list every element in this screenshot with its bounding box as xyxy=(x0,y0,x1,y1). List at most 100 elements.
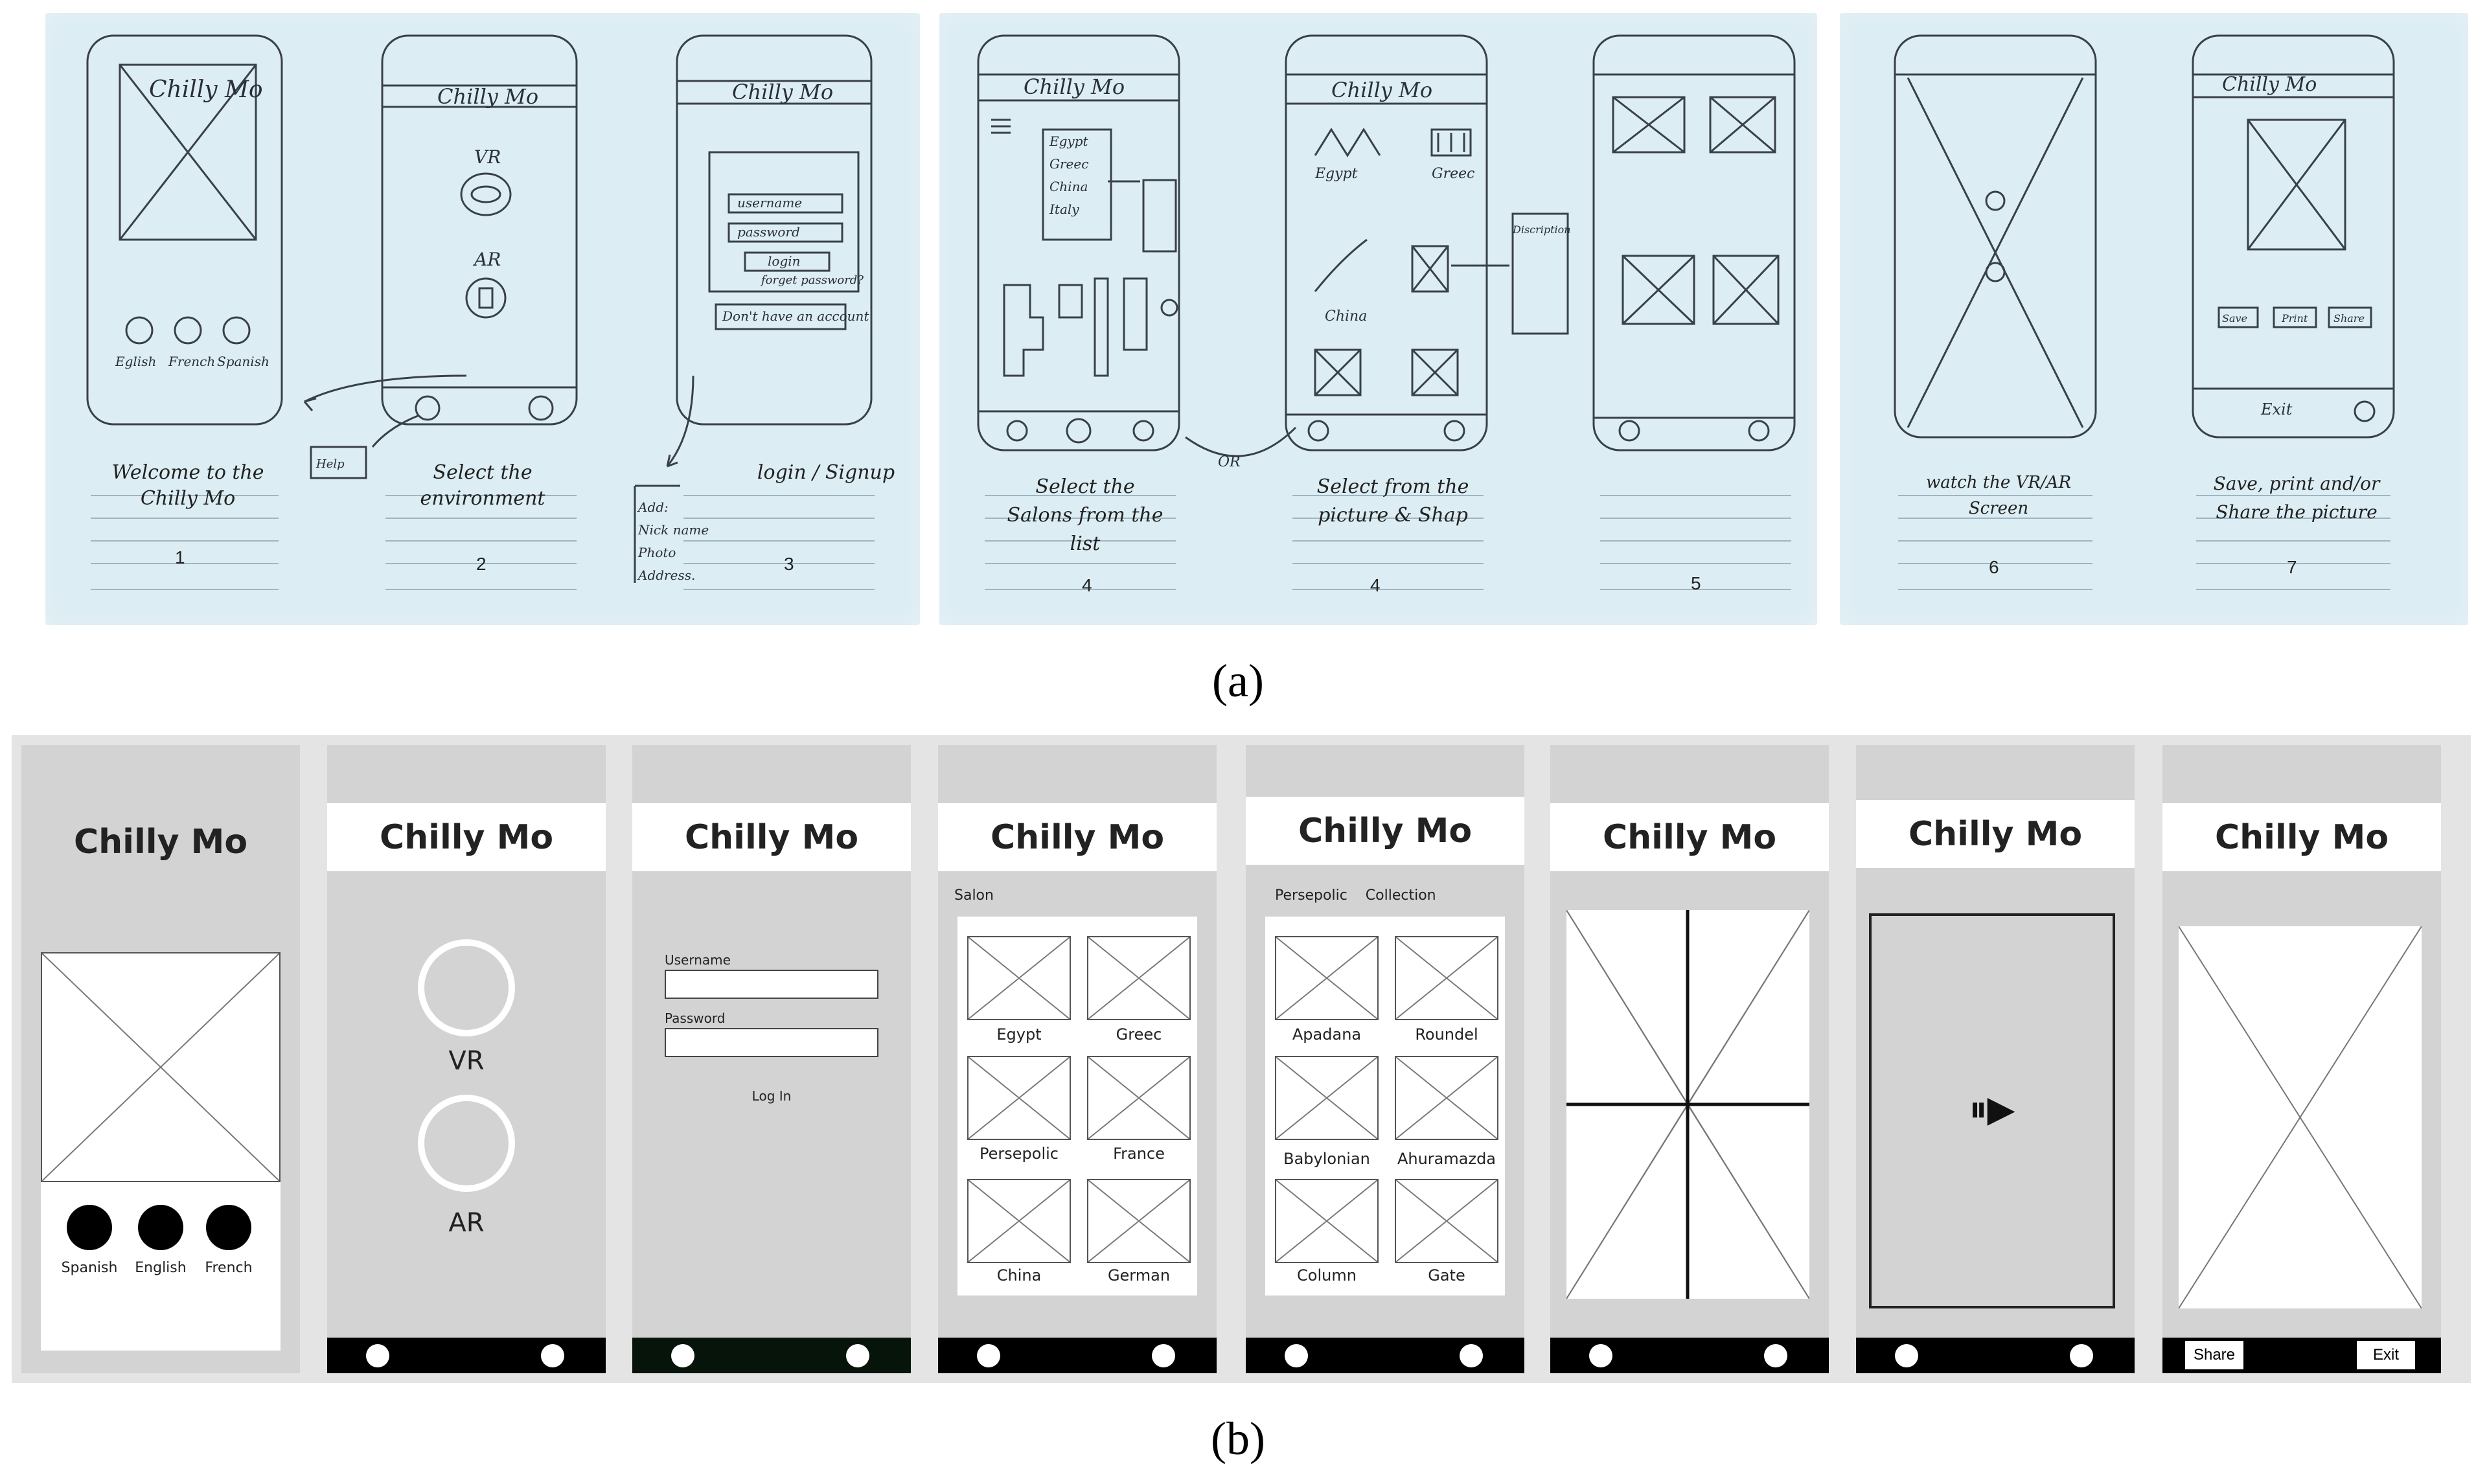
salon-egypt-tile[interactable] xyxy=(967,936,1071,1020)
salon-greec-label: Greec xyxy=(1116,1025,1162,1044)
tab-info-button[interactable] xyxy=(977,1344,1000,1367)
tab-home-button[interactable] xyxy=(2070,1344,2093,1367)
sketch-gal-2: Greec xyxy=(1432,166,1474,182)
wire-title-2: Chilly Mo xyxy=(327,803,606,871)
lang-french-label: French xyxy=(205,1260,253,1276)
salon-egypt-label: Egypt xyxy=(996,1025,1042,1044)
wire-image-placeholder-1 xyxy=(41,952,281,1182)
sketch-ar: AR xyxy=(472,249,501,270)
sketch-desc-1: Welcome to the Chilly Mo xyxy=(111,461,264,510)
salon-china-tile[interactable] xyxy=(967,1179,1071,1263)
sketch-list-2: Greec xyxy=(1049,156,1088,172)
tab-info-button[interactable] xyxy=(1589,1344,1612,1367)
tab-info-button[interactable] xyxy=(1285,1344,1308,1367)
wire-screen-2: Chilly Mo VR AR xyxy=(327,745,606,1373)
salon-german-tile[interactable] xyxy=(1087,1179,1191,1263)
sketch-gal-1: Egypt xyxy=(1314,166,1358,182)
salon-persepolic-tile[interactable] xyxy=(967,1056,1071,1140)
lang-english-button[interactable] xyxy=(138,1205,183,1250)
play-pause-icon[interactable]: ⏸▶ xyxy=(1969,1088,2015,1130)
username-input[interactable] xyxy=(665,970,878,999)
collection-ahuramazda-tile[interactable] xyxy=(1395,1056,1498,1140)
tab-info-button[interactable] xyxy=(1895,1344,1918,1367)
sketch-password: password xyxy=(737,224,800,240)
exit-button[interactable]: Exit xyxy=(2357,1341,2415,1369)
sketch-paper-2 xyxy=(939,13,1817,625)
vr-label: VR xyxy=(448,1046,485,1076)
sketch-desc-8: Save, print and/or Share the picture xyxy=(2213,473,2380,523)
sketch-lang-3: Spanish xyxy=(217,354,269,369)
collection-roundel-tile[interactable] xyxy=(1395,936,1498,1020)
tab-home-button[interactable] xyxy=(1460,1344,1483,1367)
result-image-placeholder xyxy=(2179,926,2422,1308)
sketch-paper-3 xyxy=(1840,13,2468,625)
sketch-title-5: Chilly Mo xyxy=(1331,78,1432,102)
ar-label: AR xyxy=(448,1208,485,1238)
username-label: Username xyxy=(665,952,731,968)
tab-home-button[interactable] xyxy=(846,1344,869,1367)
sketch-share: Share xyxy=(2333,312,2365,325)
sketch-num-5: 5 xyxy=(1691,573,1701,593)
sketch-or: OR xyxy=(1218,454,1241,470)
sketch-add-1: Add: xyxy=(637,499,669,515)
sketch-lang-2: French xyxy=(168,354,215,369)
collection-babylonian-label: Babylonian xyxy=(1283,1150,1370,1168)
collection-column-tile[interactable] xyxy=(1275,1179,1379,1263)
sketch-phone-2 xyxy=(381,34,578,426)
wire-screen-3: Chilly Mo Username Password Log In xyxy=(632,745,911,1373)
sketch-forgot: forget password? xyxy=(760,273,864,287)
wire-screen-6: Chilly Mo xyxy=(1550,745,1829,1373)
vr-button[interactable] xyxy=(418,939,515,1036)
sketch-title-2: Chilly Mo xyxy=(437,84,538,109)
wire-title-6: Chilly Mo xyxy=(1550,803,1829,871)
sketch-desc-7: watch the VR/AR Screen xyxy=(1925,473,2072,518)
sketch-desc-2: Select the environment xyxy=(420,461,545,510)
salon-section-label: Salon xyxy=(954,887,994,904)
tab-info-button[interactable] xyxy=(366,1344,389,1367)
wire-tabbar-4 xyxy=(938,1338,1217,1373)
salon-china-label: China xyxy=(996,1266,1042,1284)
sketch-title-7: Chilly Mo xyxy=(2222,73,2317,96)
sketch-paper-1 xyxy=(45,13,920,625)
sketch-phone-8 xyxy=(2192,34,2395,439)
sketch-title-3: Chilly Mo xyxy=(732,80,833,104)
sketch-title-1: Chilly Mo xyxy=(149,76,263,103)
wire-title-5: Chilly Mo xyxy=(1246,797,1524,865)
salon-greec-tile[interactable] xyxy=(1087,936,1191,1020)
salon-france-tile[interactable] xyxy=(1087,1056,1191,1140)
password-input[interactable] xyxy=(665,1028,878,1057)
collection-ahuramazda-label: Ahuramazda xyxy=(1397,1150,1496,1168)
lang-spanish-button[interactable] xyxy=(67,1205,112,1250)
salon-german-label: German xyxy=(1107,1266,1171,1284)
lang-french-button[interactable] xyxy=(206,1205,251,1250)
sketch-list-1: Egypt xyxy=(1049,133,1089,149)
sketch-num-2: 2 xyxy=(476,554,487,574)
collection-babylonian-tile[interactable] xyxy=(1275,1056,1379,1140)
vr-view-placeholder[interactable] xyxy=(1566,910,1809,1299)
tab-home-button[interactable] xyxy=(1152,1344,1175,1367)
sketch-phone-7 xyxy=(1894,34,2097,439)
video-frame[interactable] xyxy=(1869,913,2115,1308)
sketch-desc-4: Select the Salons from the list xyxy=(1007,475,1163,555)
sketch-phone-4 xyxy=(977,34,1180,451)
wire-screen-4: Chilly Mo Salon Egypt Greec Persepolic F… xyxy=(938,745,1217,1373)
tab-home-button[interactable] xyxy=(541,1344,564,1367)
sketch-lang-1: Eglish xyxy=(115,354,156,369)
tab-info-button[interactable] xyxy=(671,1344,694,1367)
wire-title-8: Chilly Mo xyxy=(2162,803,2441,871)
collection-apadana-tile[interactable] xyxy=(1275,936,1379,1020)
sketch-username: username xyxy=(737,195,802,211)
tab-home-button[interactable] xyxy=(1764,1344,1787,1367)
sketch-add-2: Nick name xyxy=(637,522,709,538)
login-button[interactable]: Log In xyxy=(751,1088,792,1104)
sketch-phone-5 xyxy=(1285,34,1488,451)
ar-button[interactable] xyxy=(418,1095,515,1192)
sketch-print: Print xyxy=(2281,312,2308,325)
collection-section-label: Persepolic Collection xyxy=(1275,887,1436,904)
wire-title-4: Chilly Mo xyxy=(938,803,1217,871)
share-button[interactable]: Share xyxy=(2185,1341,2243,1369)
collection-gate-tile[interactable] xyxy=(1395,1179,1498,1263)
sketch-panel: Chilly Mo Chilly Mo Chilly Mo Chilly Mo … xyxy=(45,13,2468,625)
wireframe-panel: Chilly Mo Spanish English French Chilly … xyxy=(12,735,2471,1383)
wire-tabbar-5 xyxy=(1246,1338,1524,1373)
